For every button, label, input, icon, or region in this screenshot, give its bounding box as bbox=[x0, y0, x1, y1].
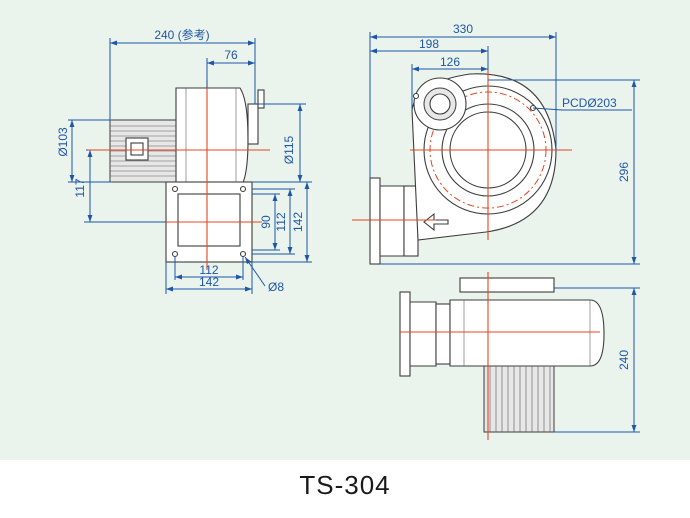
dim-142-horizontal: 142 bbox=[199, 275, 219, 289]
dim-112-horizontal: 112 bbox=[199, 263, 218, 277]
dim-hole-8: Ø8 bbox=[268, 280, 284, 294]
outlet-collar-top bbox=[435, 303, 451, 365]
outlet-flange-top bbox=[399, 291, 411, 377]
dim-115: Ø115 bbox=[282, 135, 296, 164]
dim-240: 240 bbox=[617, 350, 631, 370]
dim-pcd-203: PCDØ203 bbox=[562, 96, 617, 110]
motor-fins-top bbox=[489, 366, 551, 432]
fan-housing-top bbox=[449, 299, 605, 367]
dim-240-ref: 240 (参考) bbox=[154, 27, 209, 42]
dim-126: 126 bbox=[440, 55, 460, 69]
dim-330: 330 bbox=[453, 22, 473, 36]
top-motor-cap bbox=[459, 277, 555, 293]
dim-90: 90 bbox=[259, 215, 273, 229]
inlet-pipe-side bbox=[257, 89, 265, 109]
outlet-duct-top bbox=[409, 301, 437, 367]
dim-117: 117 bbox=[73, 178, 87, 197]
dim-103: Ø103 bbox=[56, 127, 70, 157]
dim-142-vertical: 142 bbox=[291, 212, 305, 232]
inlet-flange-side bbox=[247, 103, 259, 145]
dim-296: 296 bbox=[617, 162, 631, 182]
top-view: 240 bbox=[399, 272, 640, 440]
outlet-flange-front bbox=[369, 177, 381, 265]
motor-body-top bbox=[483, 365, 555, 433]
outlet-opening bbox=[177, 193, 241, 247]
front-view: 330 198 126 PCDØ203 296 bbox=[352, 22, 640, 265]
dim-198: 198 bbox=[419, 37, 439, 51]
side-view: 240 (参考) 76 Ø103 117 Ø115 90 112 142 bbox=[56, 27, 312, 294]
drawing-sheet bbox=[0, 0, 690, 460]
dim-112-vertical: 112 bbox=[274, 212, 288, 231]
fan-housing-side bbox=[175, 87, 249, 189]
terminal-cover bbox=[130, 142, 144, 156]
model-caption: TS-304 bbox=[299, 470, 391, 500]
airflow-arrow bbox=[423, 212, 449, 232]
dim-76: 76 bbox=[224, 48, 238, 62]
technical-drawing: 240 (参考) 76 Ø103 117 Ø115 90 112 142 bbox=[56, 22, 640, 440]
outlet-duct-front bbox=[379, 185, 405, 257]
